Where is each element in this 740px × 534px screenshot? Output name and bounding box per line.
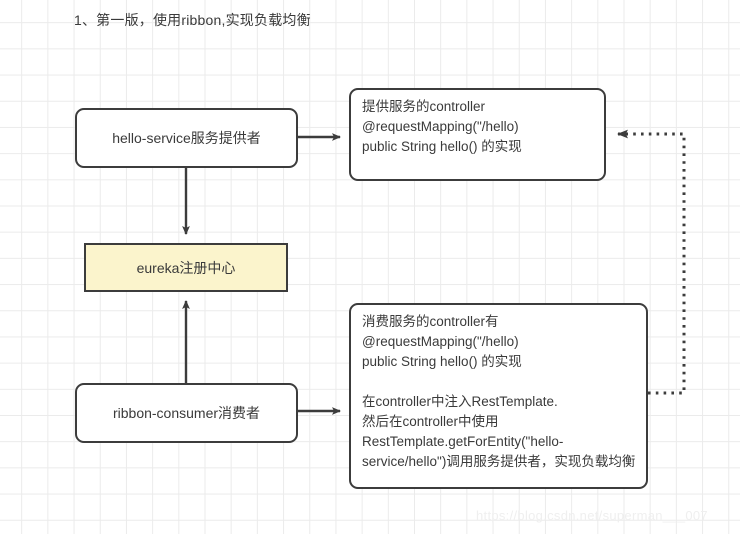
node-ribbon-consumer[interactable]: ribbon-consumer消费者 <box>75 383 298 443</box>
node-eureka-registry-label: eureka注册中心 <box>136 259 236 276</box>
watermark: https://blog.csdn.net/superman___007 <box>476 508 708 523</box>
note-provider-implementation: 提供服务的controller @requestMapping("/hello)… <box>349 88 606 181</box>
node-hello-service-label: hello-service服务提供者 <box>112 130 261 146</box>
note-consumer-implementation: 消费服务的controller有 @requestMapping("/hello… <box>349 303 648 489</box>
node-ribbon-consumer-label: ribbon-consumer消费者 <box>112 405 261 421</box>
node-hello-service[interactable]: hello-service服务提供者 <box>75 108 298 168</box>
page-title: 1、第一版，使用ribbon,实现负载均衡 <box>74 12 311 28</box>
node-eureka-registry[interactable]: eureka注册中心 <box>84 243 288 292</box>
